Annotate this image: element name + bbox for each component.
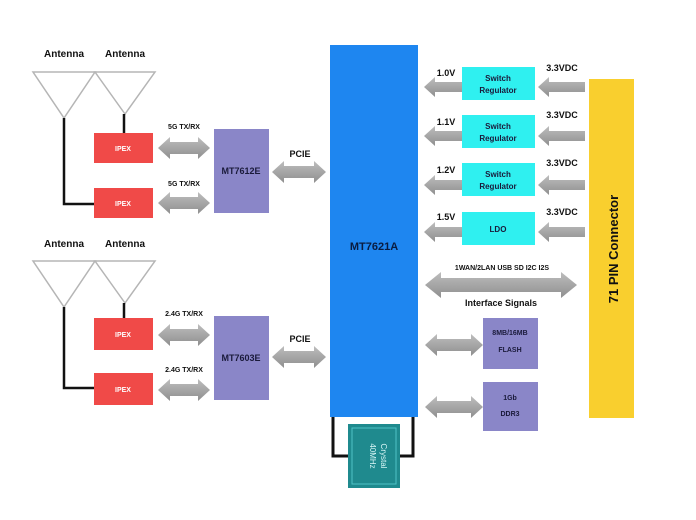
reg3-line2: Regulator <box>479 182 516 191</box>
tx5-label-bottom: 5G TX/RX <box>168 181 200 188</box>
reg4-box <box>462 212 535 245</box>
reg4-in-arrow <box>538 222 585 242</box>
crystal-package <box>348 424 400 488</box>
ipex-connector-3 <box>94 318 153 350</box>
reg2-box <box>462 115 535 148</box>
tx24-label-bottom: 2.4G TX/RX <box>165 367 203 374</box>
antenna-icon-top-left <box>31 71 97 120</box>
tx24-label-top: 2.4G TX/RX <box>165 311 203 318</box>
crystal-label-line1: 40MHz <box>368 443 377 468</box>
ddr-arrow <box>425 396 483 418</box>
crystal-package-outline <box>351 427 397 485</box>
ipex-connector-4 <box>94 373 153 405</box>
antenna-label-top-right: Antenna <box>105 49 145 60</box>
pcie-arrow-top <box>272 161 326 183</box>
ddr-chip <box>483 382 538 431</box>
reg1-line1: Switch <box>485 74 511 83</box>
interface-top-label: 1WAN/2LAN USB SD I2C I2S <box>455 265 549 272</box>
antenna-icon-bottom-right <box>93 260 157 305</box>
reg1-input: 3.3VDC <box>546 63 578 73</box>
ipex-connector-1 <box>94 133 153 163</box>
antenna-label-bottom-left: Antenna <box>44 239 84 250</box>
reg1-line2: Regulator <box>479 86 516 95</box>
pcie-arrow-bottom <box>272 346 326 368</box>
antenna-icon-bottom-left <box>31 260 97 309</box>
ddr-line1: 1Gb <box>503 395 517 402</box>
pin-connector-label: 71 PIN Connector <box>606 195 621 303</box>
antenna-feed-line-1 <box>62 118 94 206</box>
crystal-label-line2: Crystal <box>379 444 388 469</box>
reg2-in-arrow <box>538 126 585 146</box>
reg1-box <box>462 67 535 100</box>
ipex-label-2: IPEX <box>115 201 131 208</box>
reg4-input: 3.3VDC <box>546 207 578 217</box>
interface-arrow <box>425 272 577 298</box>
reg2-input: 3.3VDC <box>546 110 578 120</box>
tx5-label-top: 5G TX/RX <box>168 124 200 131</box>
flash-line2: FLASH <box>498 347 521 354</box>
ipex-connector-2 <box>94 188 153 218</box>
tx5-arrow-top <box>158 137 210 159</box>
mt7612e-label: MT7612E <box>221 166 260 176</box>
tx24-arrow-bottom <box>158 379 210 401</box>
reg2-out-arrow <box>424 126 462 146</box>
antenna-feed-line-3 <box>62 307 94 390</box>
reg3-voltage: 1.2V <box>437 165 456 175</box>
mt7612e-chip <box>214 129 269 213</box>
reg3-box <box>462 163 535 196</box>
antenna-label-top-left: Antenna <box>44 49 84 60</box>
reg4-voltage: 1.5V <box>437 212 456 222</box>
reg1-out-arrow <box>424 77 462 97</box>
tx5-arrow-bottom <box>158 192 210 214</box>
reg2-line2: Regulator <box>479 134 516 143</box>
reg1-in-arrow <box>538 77 585 97</box>
antenna-icon-top-right <box>93 71 157 116</box>
flash-chip <box>483 318 538 369</box>
mt7621a-label: MT7621A <box>350 241 398 253</box>
ipex-label-3: IPEX <box>115 332 131 339</box>
reg3-line1: Switch <box>485 170 511 179</box>
pcie-label-bottom: PCIE <box>289 334 310 344</box>
reg4-out-arrow <box>424 222 462 242</box>
pcie-label-top: PCIE <box>289 149 310 159</box>
tx24-arrow-top <box>158 324 210 346</box>
reg3-out-arrow <box>424 175 462 195</box>
ipex-label-4: IPEX <box>115 387 131 394</box>
mt7621a-chip <box>330 45 418 417</box>
reg1-voltage: 1.0V <box>437 68 456 78</box>
ddr-line2: DDR3 <box>500 411 519 418</box>
mt7603e-chip <box>214 316 269 400</box>
antenna-label-bottom-right: Antenna <box>105 239 145 250</box>
ipex-label-1: IPEX <box>115 146 131 153</box>
reg4-line1: LDO <box>490 225 507 234</box>
reg2-voltage: 1.1V <box>437 117 456 127</box>
reg2-line1: Switch <box>485 122 511 131</box>
flash-line1: 8MB/16MB <box>492 330 527 337</box>
reg3-in-arrow <box>538 175 585 195</box>
mt7603e-label: MT7603E <box>221 353 260 363</box>
reg3-input: 3.3VDC <box>546 158 578 168</box>
pin-connector <box>589 79 634 418</box>
flash-arrow <box>425 334 483 356</box>
interface-bottom-label: Interface Signals <box>465 298 537 308</box>
